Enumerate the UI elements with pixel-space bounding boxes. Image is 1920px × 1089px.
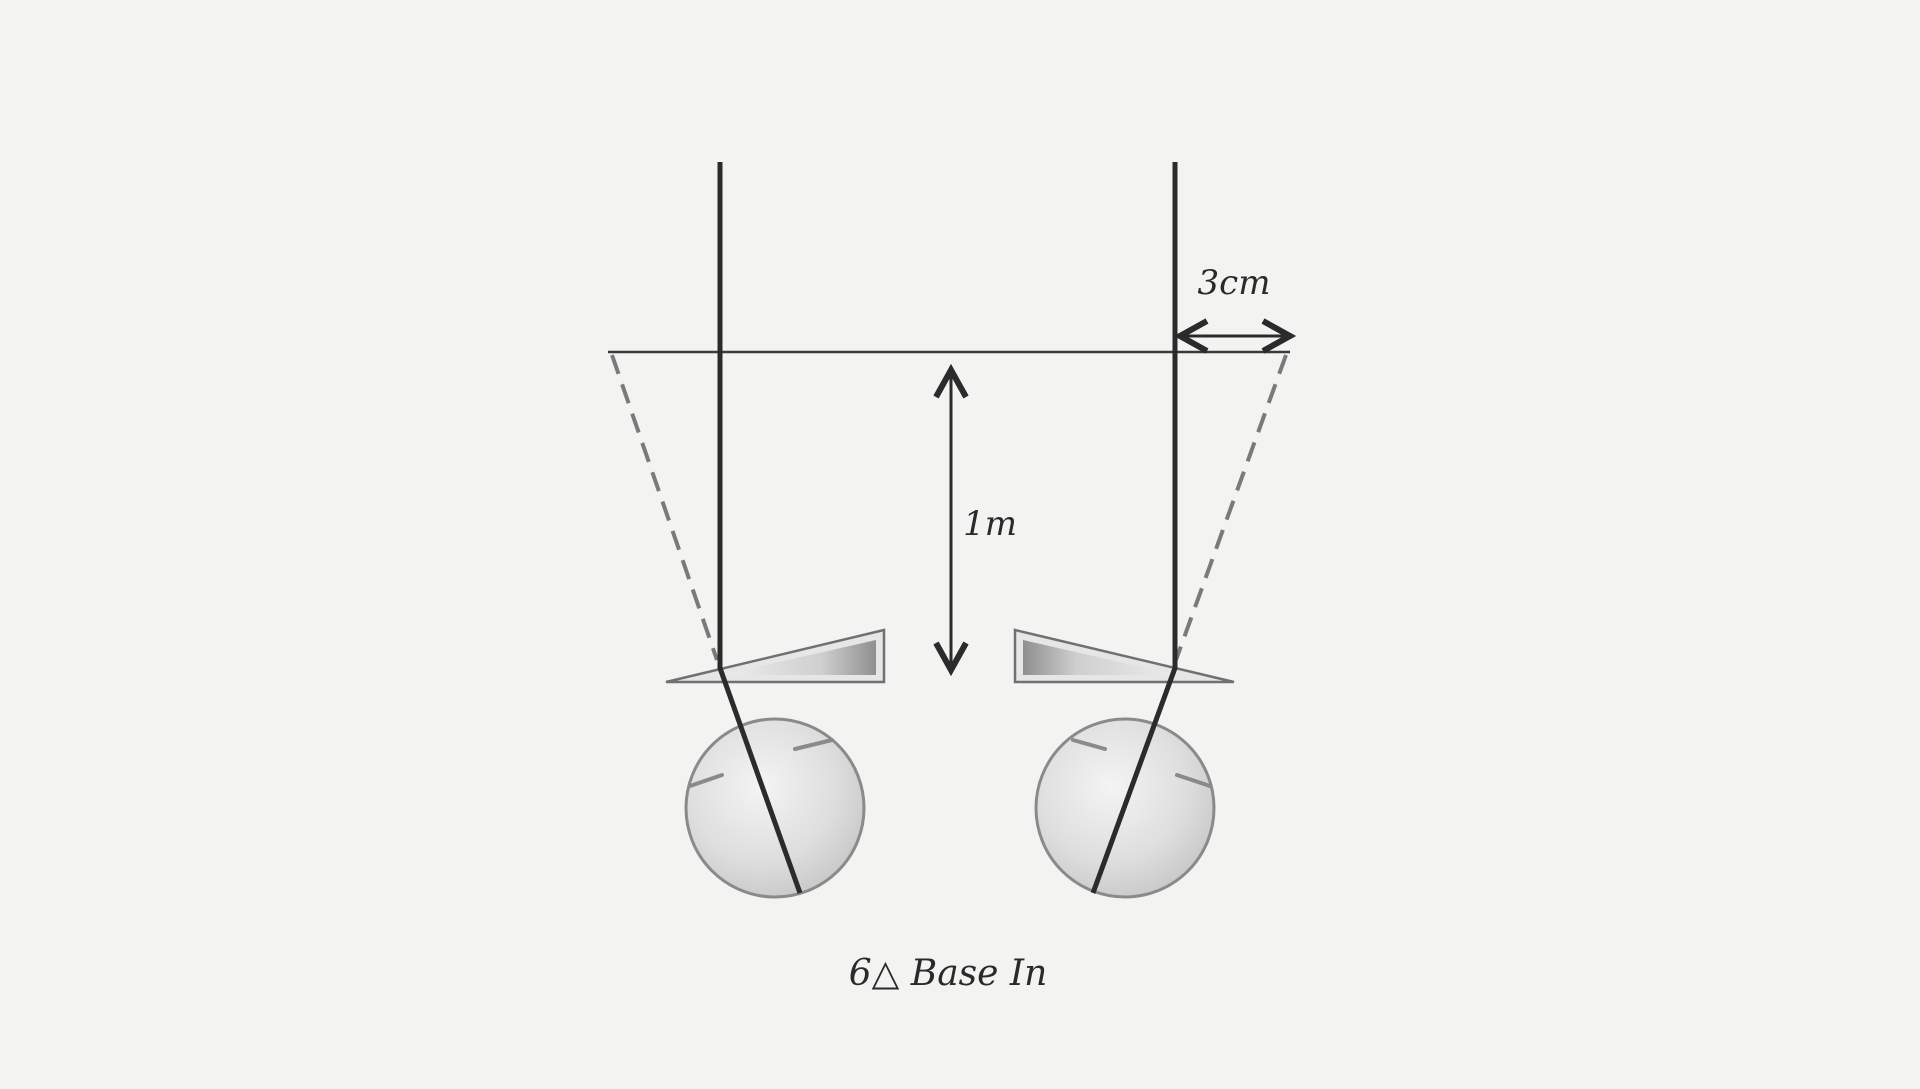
left-line-of-sight: [717, 162, 803, 894]
left-eye: [684, 717, 866, 899]
prism-caption: 6△ Base In: [849, 953, 1048, 994]
distance-label: 1m: [963, 504, 1017, 544]
left-displaced-dashed-line: [610, 354, 719, 661]
right-displaced-dashed-line: [1174, 354, 1288, 661]
left-prism: [665, 628, 886, 684]
right-prism: [1013, 628, 1235, 684]
displacement-label: 3cm: [1198, 263, 1271, 303]
